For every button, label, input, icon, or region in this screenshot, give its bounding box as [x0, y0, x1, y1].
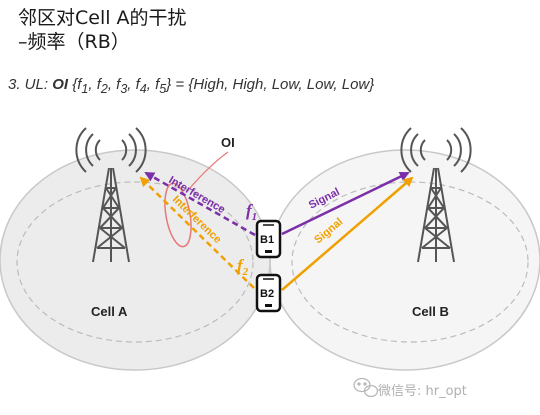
f1-label: f1: [246, 201, 257, 223]
formula-f3-sub: 3: [120, 82, 128, 96]
cell-a-area: [0, 149, 271, 371]
cell-b-area: [269, 149, 540, 371]
formula-f3: f: [116, 76, 121, 93]
phone-b1-icon: B1: [255, 219, 282, 259]
signal-arrow-b2: [281, 176, 414, 291]
cell-a-inner-boundary: [16, 181, 254, 343]
f2-sub: 2: [242, 266, 249, 278]
formula-f1: f: [77, 76, 82, 93]
formula-f2: f: [96, 76, 101, 93]
b2-label: B2: [260, 288, 274, 300]
interference-arrow-f2: [139, 176, 255, 289]
title-line-2: –频率（RB）: [18, 31, 130, 53]
interference-arrow-f1: [144, 171, 256, 237]
wechat-icon: [353, 377, 379, 398]
formula-open: {: [68, 76, 78, 93]
watermark: 微信号: hr_opt: [378, 384, 467, 399]
title-line-1: 邻区对Cell A的干扰: [18, 7, 187, 29]
formula-prefix: 3. UL:: [8, 76, 53, 93]
f1-sub: 1: [252, 211, 258, 223]
f2-label: f2: [237, 256, 249, 278]
oi-pointer-line: [189, 151, 229, 189]
formula-f1-sub: 1: [81, 82, 89, 96]
formula-f4: f: [135, 76, 140, 93]
signal-arrow-b1: [281, 171, 410, 236]
formula-f5-sub: 5: [159, 82, 167, 96]
cell-b-label: Cell B: [412, 304, 449, 319]
formula-f5: f: [155, 76, 160, 93]
oi-label: OI: [221, 135, 235, 150]
tower-b-icon: [400, 127, 472, 263]
tower-a-icon: [75, 127, 147, 263]
b1-label: B1: [260, 234, 274, 246]
formula-f2-sub: 2: [100, 82, 108, 96]
formula-eq: } = {High, High, Low, Low, Low}: [166, 76, 375, 93]
phone-b2-icon: B2: [255, 273, 282, 313]
formula-oi: OI: [52, 76, 69, 93]
oi-marker-ellipse: [164, 182, 192, 248]
formula: 3. UL: OI {f1, f2, f3, f4, f5} = {High, …: [8, 76, 375, 96]
formula-f4-sub: 4: [139, 82, 147, 96]
cell-a-label: Cell A: [91, 304, 128, 319]
